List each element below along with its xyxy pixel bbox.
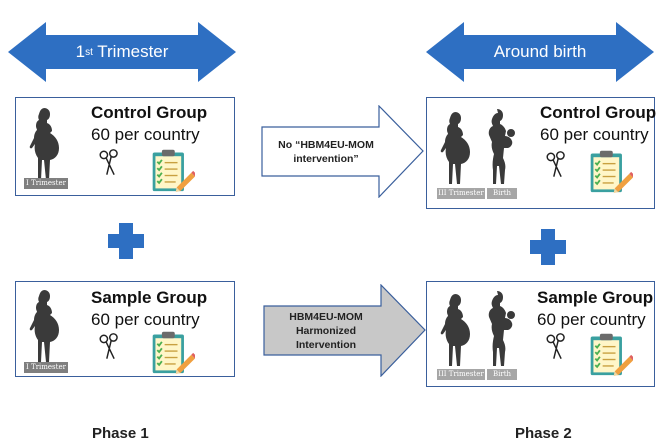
pregnant-woman-icon <box>437 108 477 188</box>
clipboard-checklist-icon <box>149 329 195 375</box>
sample-group-title: Sample Group <box>91 288 208 307</box>
third-trimester-tag: III Trimester <box>437 369 485 380</box>
scissors-icon <box>545 332 567 362</box>
scissors-icon <box>98 332 120 362</box>
around-birth-label: Around birth <box>493 42 587 61</box>
harmonized-intervention-label: HBM4EU-MOM Harmonized Intervention <box>263 284 389 377</box>
pregnant-woman-icon <box>437 290 477 370</box>
sample-group-title: Sample Group <box>537 288 654 307</box>
control-group-count: 60 per country <box>540 125 649 144</box>
first-trimester-tag: I Trimester <box>24 178 68 189</box>
no-intervention-line1: No “HBM4EU-MOM <box>278 138 374 151</box>
harmonized-intervention-arrow: HBM4EU-MOM Harmonized Intervention <box>263 283 426 378</box>
right-arrow-icon <box>261 104 424 199</box>
plus-icon <box>108 223 144 259</box>
birth-tag: Birth <box>487 369 517 380</box>
phase2-label: Phase 2 <box>515 425 572 442</box>
first-trimester-ordinal: st <box>85 46 93 58</box>
pregnant-woman-icon <box>26 286 66 366</box>
phase1-sample-group-box: I Trimester Sample Group 60 per country <box>15 281 235 377</box>
no-intervention-line2: intervention” <box>293 152 359 165</box>
control-group-title: Control Group <box>540 103 657 122</box>
first-trimester-number: 1 <box>75 42 86 61</box>
mother-with-baby-icon <box>481 288 521 368</box>
plus-icon <box>530 229 566 265</box>
third-trimester-tag: III Trimester <box>437 188 485 199</box>
phase2-control-group-box: III Trimester Birth Control Group 60 per… <box>426 97 657 209</box>
scissors-icon <box>98 148 120 178</box>
phase2-sample-group-box: III Trimester Birth Sample Group 60 per … <box>426 281 655 387</box>
double-arrow-icon <box>8 22 236 82</box>
clipboard-checklist-icon <box>587 148 633 194</box>
sample-group-count: 60 per country <box>91 310 200 329</box>
control-group-count: 60 per country <box>91 125 200 144</box>
mother-with-baby-icon <box>481 106 521 186</box>
birth-tag: Birth <box>487 188 517 199</box>
no-intervention-label: No “HBM4EU-MOM intervention” <box>261 105 391 198</box>
first-trimester-tag: I Trimester <box>24 362 68 373</box>
around-birth-arrow: Around birth <box>426 22 654 82</box>
control-group-title: Control Group <box>91 103 208 122</box>
scissors-icon <box>545 150 567 180</box>
right-arrow-icon <box>263 283 426 378</box>
phase1-label: Phase 1 <box>92 425 149 442</box>
no-intervention-arrow: No “HBM4EU-MOM intervention” <box>261 104 424 199</box>
pregnant-woman-icon <box>26 104 66 184</box>
clipboard-checklist-icon <box>149 147 195 193</box>
clipboard-checklist-icon <box>587 331 633 377</box>
harmonized-line3: Intervention <box>295 338 357 351</box>
harmonized-line2: Harmonized <box>295 324 357 337</box>
first-trimester-text: Trimester <box>92 42 169 61</box>
double-arrow-icon <box>426 22 654 82</box>
phase1-control-group-box: I Trimester Control Group 60 per country <box>15 97 235 196</box>
sample-group-count: 60 per country <box>537 310 646 329</box>
harmonized-line1: HBM4EU-MOM <box>289 310 363 323</box>
